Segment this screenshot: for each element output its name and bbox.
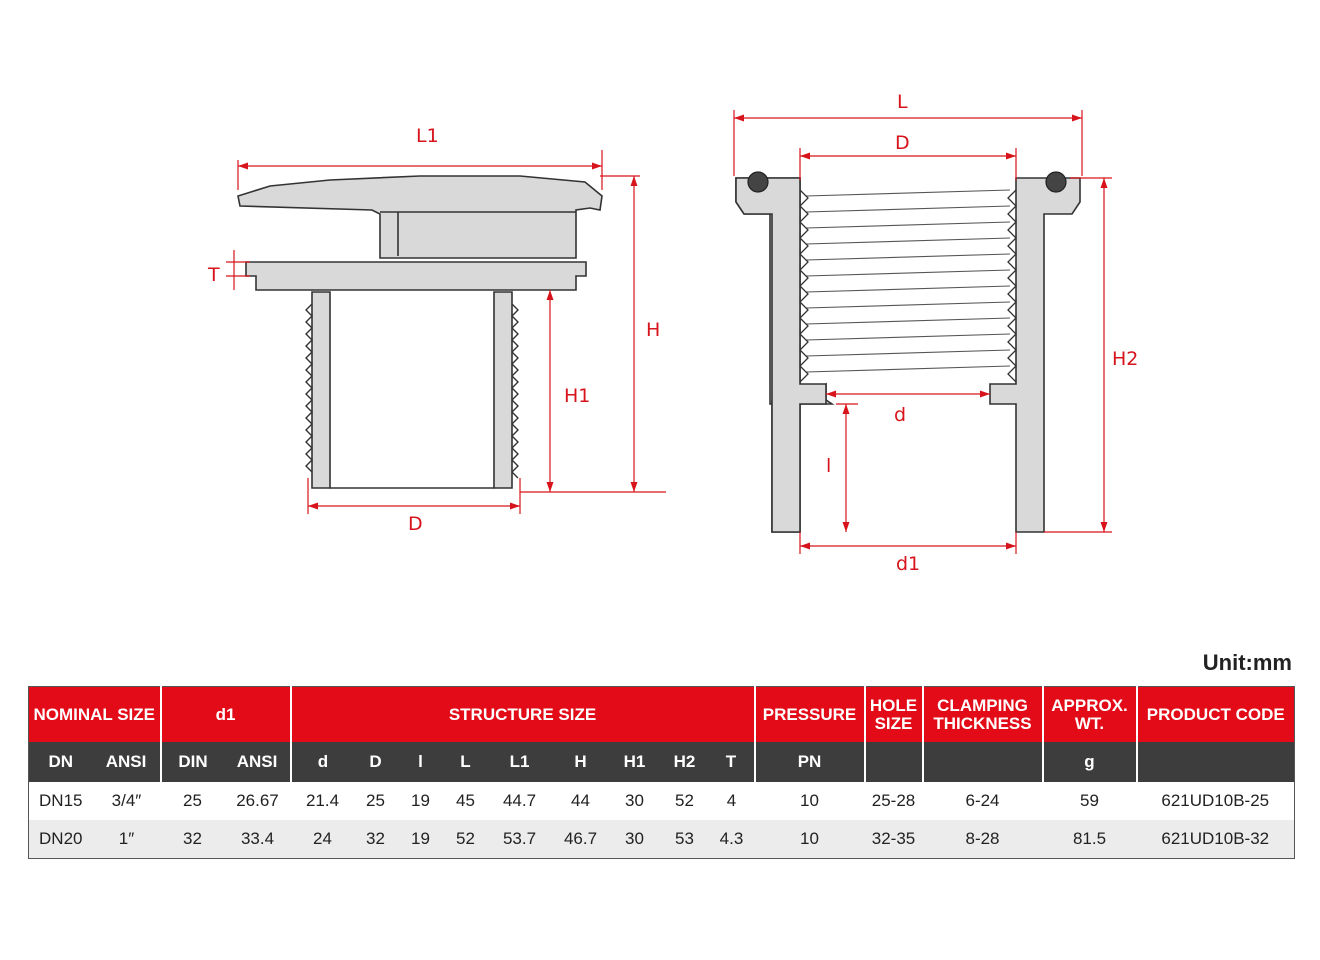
label-L: L bbox=[897, 91, 908, 113]
label-D-left: D bbox=[408, 513, 423, 535]
label-L1: L1 bbox=[416, 125, 439, 147]
label-l: l bbox=[826, 455, 831, 477]
subheader-cell: ANSI bbox=[224, 742, 292, 782]
label-D-right: D bbox=[895, 132, 910, 154]
thread-teeth-right bbox=[1007, 189, 1017, 383]
table-row: DN15 3/4″ 25 26.67 21.4 25 19 45 44.7 44… bbox=[29, 782, 1295, 820]
subheader-cell: l bbox=[396, 742, 445, 782]
table-cell: 52 bbox=[675, 791, 694, 810]
table-cell: 25-28 bbox=[871, 791, 916, 810]
subheader-cell: H bbox=[552, 742, 609, 782]
label-d: d bbox=[894, 404, 906, 426]
header-hole-size: HOLE SIZE bbox=[864, 686, 924, 742]
table-cell: 26.67 bbox=[236, 791, 279, 810]
table-cell: 32 bbox=[160, 820, 225, 859]
table-cell: 10 bbox=[800, 791, 819, 810]
subheader-cell: T bbox=[708, 742, 756, 782]
o-ring-right bbox=[1045, 171, 1067, 193]
label-H1: H1 bbox=[564, 385, 590, 407]
table-cell: 25 bbox=[366, 791, 385, 810]
table-cell: 45 bbox=[456, 791, 475, 810]
left-thread-outer bbox=[305, 303, 313, 473]
subheader-cell bbox=[1136, 742, 1295, 782]
subheader-cell: H1 bbox=[608, 742, 661, 782]
thread-teeth-left bbox=[799, 189, 809, 383]
table-cell: 81.5 bbox=[1042, 820, 1137, 859]
table-cell: DN20 bbox=[28, 820, 93, 859]
table-cell: 32-35 bbox=[864, 820, 923, 859]
subheader-cell bbox=[864, 742, 924, 782]
subheader-cell: ANSI bbox=[92, 742, 162, 782]
table-cell: 6-24 bbox=[965, 791, 1000, 810]
table-cell: 4.3 bbox=[708, 820, 755, 859]
table-cell: 4 bbox=[726, 791, 737, 810]
table-cell: 621UD10B-25 bbox=[1161, 791, 1270, 810]
o-ring-left bbox=[747, 171, 769, 193]
table-cell: 30 bbox=[625, 791, 644, 810]
table-cell: 25 bbox=[183, 791, 202, 810]
table-cell: 19 bbox=[396, 820, 445, 859]
table-cell: 30 bbox=[608, 820, 661, 859]
table-cell: 19 bbox=[411, 791, 430, 810]
subheader-cell: DN bbox=[28, 742, 93, 782]
subheader-cell: PN bbox=[754, 742, 866, 782]
table-cell: 53.7 bbox=[486, 820, 553, 859]
table-cell: 44.7 bbox=[502, 791, 537, 810]
header-structure-size: STRUCTURE SIZE bbox=[290, 686, 756, 742]
header-pressure: PRESSURE bbox=[754, 686, 866, 742]
label-H2: H2 bbox=[1112, 348, 1138, 370]
table-subheader-row: DN ANSI DIN ANSI d D l L L1 H H1 H2 T PN… bbox=[28, 742, 1295, 782]
table-cell: 53 bbox=[660, 820, 709, 859]
label-T: T bbox=[207, 264, 220, 286]
table-cell: 59 bbox=[1080, 791, 1099, 810]
header-clamping-thickness: CLAMPING THICKNESS bbox=[922, 686, 1044, 742]
internal-threads bbox=[805, 189, 1011, 373]
subheader-cell: D bbox=[354, 742, 397, 782]
technical-drawing: L1 T H H1 D bbox=[207, 91, 1138, 575]
right-thread-outer bbox=[511, 303, 519, 479]
subheader-cell: DIN bbox=[160, 742, 225, 782]
table-cell: 46.7 bbox=[552, 820, 609, 859]
header-approx-wt: APPROX. WT. bbox=[1042, 686, 1138, 742]
table-cell: DN15 bbox=[39, 791, 83, 810]
subheader-cell: L bbox=[444, 742, 487, 782]
table-cell: 21.4 bbox=[305, 791, 340, 810]
header-nominal-size: NOMINAL SIZE bbox=[28, 686, 162, 742]
subheader-cell: g bbox=[1042, 742, 1138, 782]
table-cell: 8-28 bbox=[922, 820, 1043, 859]
subheader-cell: H2 bbox=[660, 742, 709, 782]
table-cell: 44 bbox=[571, 791, 590, 810]
left-view-part bbox=[237, 175, 603, 489]
table-cell: 33.4 bbox=[224, 820, 291, 859]
subheader-cell: L1 bbox=[486, 742, 553, 782]
header-product-code: PRODUCT CODE bbox=[1136, 686, 1295, 742]
table-cell: 24 bbox=[290, 820, 355, 859]
table-group-header-row: NOMINAL SIZE d1 STRUCTURE SIZE PRESSURE … bbox=[28, 686, 1295, 742]
table-cell: 32 bbox=[354, 820, 397, 859]
table-cell: 3/4″ bbox=[111, 791, 142, 810]
subheader-cell bbox=[922, 742, 1044, 782]
spec-table: NOMINAL SIZE d1 STRUCTURE SIZE PRESSURE … bbox=[28, 686, 1295, 859]
table-cell: 1″ bbox=[92, 820, 161, 859]
table-cell: 52 bbox=[444, 820, 487, 859]
subheader-cell: d bbox=[290, 742, 355, 782]
header-d1: d1 bbox=[160, 686, 292, 742]
table-row: DN20 1″ 32 33.4 24 32 19 52 53.7 46.7 30… bbox=[28, 820, 1295, 859]
right-view-part bbox=[735, 177, 1081, 533]
table-cell: 10 bbox=[754, 820, 865, 859]
table-cell: 621UD10B-32 bbox=[1136, 820, 1295, 859]
label-H: H bbox=[646, 319, 660, 341]
unit-label: Unit:mm bbox=[1202, 650, 1292, 675]
label-d1: d1 bbox=[896, 553, 920, 575]
